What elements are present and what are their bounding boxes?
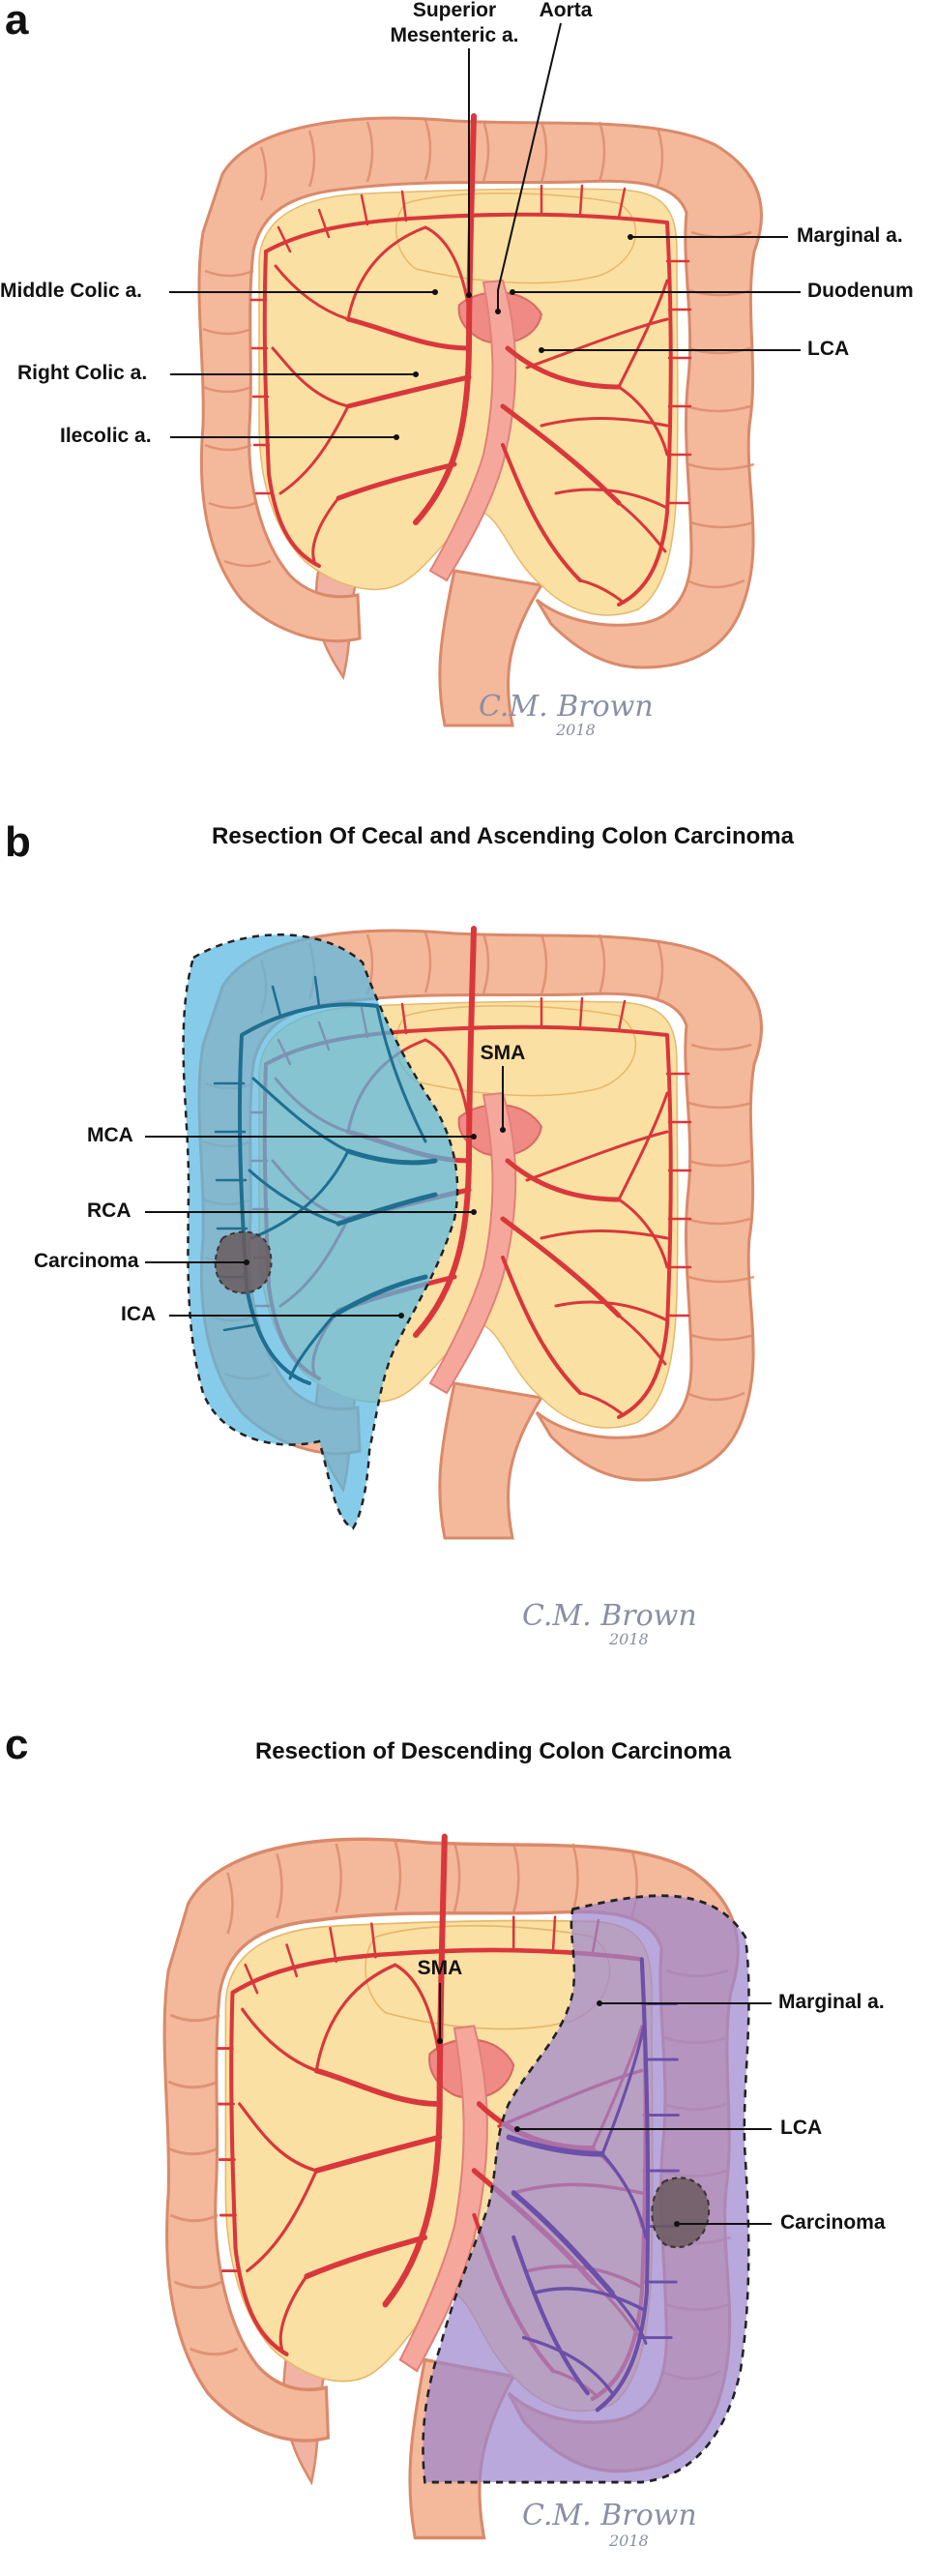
- panel-c: c Resection of Descending Colon Carcinom…: [5, 1721, 886, 2550]
- label-ica: ICA: [121, 1303, 156, 1325]
- label-sma-c: SMA: [418, 1957, 463, 1979]
- panel-a-letter: a: [5, 0, 29, 44]
- label-lca-c: LCA: [780, 2117, 822, 2139]
- label-ileocolic: Ilecolic a.: [60, 425, 152, 447]
- label-aorta: Aorta: [540, 0, 593, 21]
- label-mca: MCA: [87, 1124, 133, 1146]
- label-marginal-c: Marginal a.: [778, 1991, 885, 2013]
- label-middle-colic: Middle Colic a.: [0, 280, 142, 302]
- panel-b-title: Resection Of Cecal and Ascending Colon C…: [212, 823, 795, 849]
- panel-b: b Resection Of Cecal and Ascending Colon…: [5, 818, 795, 1648]
- label-superior-mesenteric-1: Superior: [413, 0, 496, 21]
- signature-year-a: 2018: [555, 721, 596, 739]
- panel-c-title: Resection of Descending Colon Carcinoma: [255, 1738, 732, 1764]
- label-rca: RCA: [87, 1199, 131, 1222]
- panel-b-letter: b: [5, 818, 31, 866]
- label-sma-b: SMA: [481, 1042, 526, 1064]
- signature-a: C.M. Brown: [479, 690, 654, 724]
- label-duodenum: Duodenum: [807, 280, 914, 302]
- label-right-colic: Right Colic a.: [17, 362, 147, 384]
- label-carcinoma-c: Carcinoma: [780, 2211, 886, 2234]
- signature-year-c: 2018: [608, 2532, 649, 2550]
- label-lca-a: LCA: [807, 338, 849, 360]
- signature-b: C.M. Brown: [522, 1599, 697, 1633]
- signature-c: C.M. Brown: [522, 2499, 697, 2532]
- label-marginal-a: Marginal a.: [797, 224, 903, 247]
- label-superior-mesenteric-2: Mesenteric a.: [390, 24, 518, 46]
- label-carcinoma-b: Carcinoma: [34, 1250, 139, 1272]
- panel-c-letter: c: [5, 1721, 28, 1768]
- panel-a: a Superior Mesenteric a. Aorta Marginal …: [0, 0, 914, 739]
- signature-year-b: 2018: [608, 1630, 649, 1648]
